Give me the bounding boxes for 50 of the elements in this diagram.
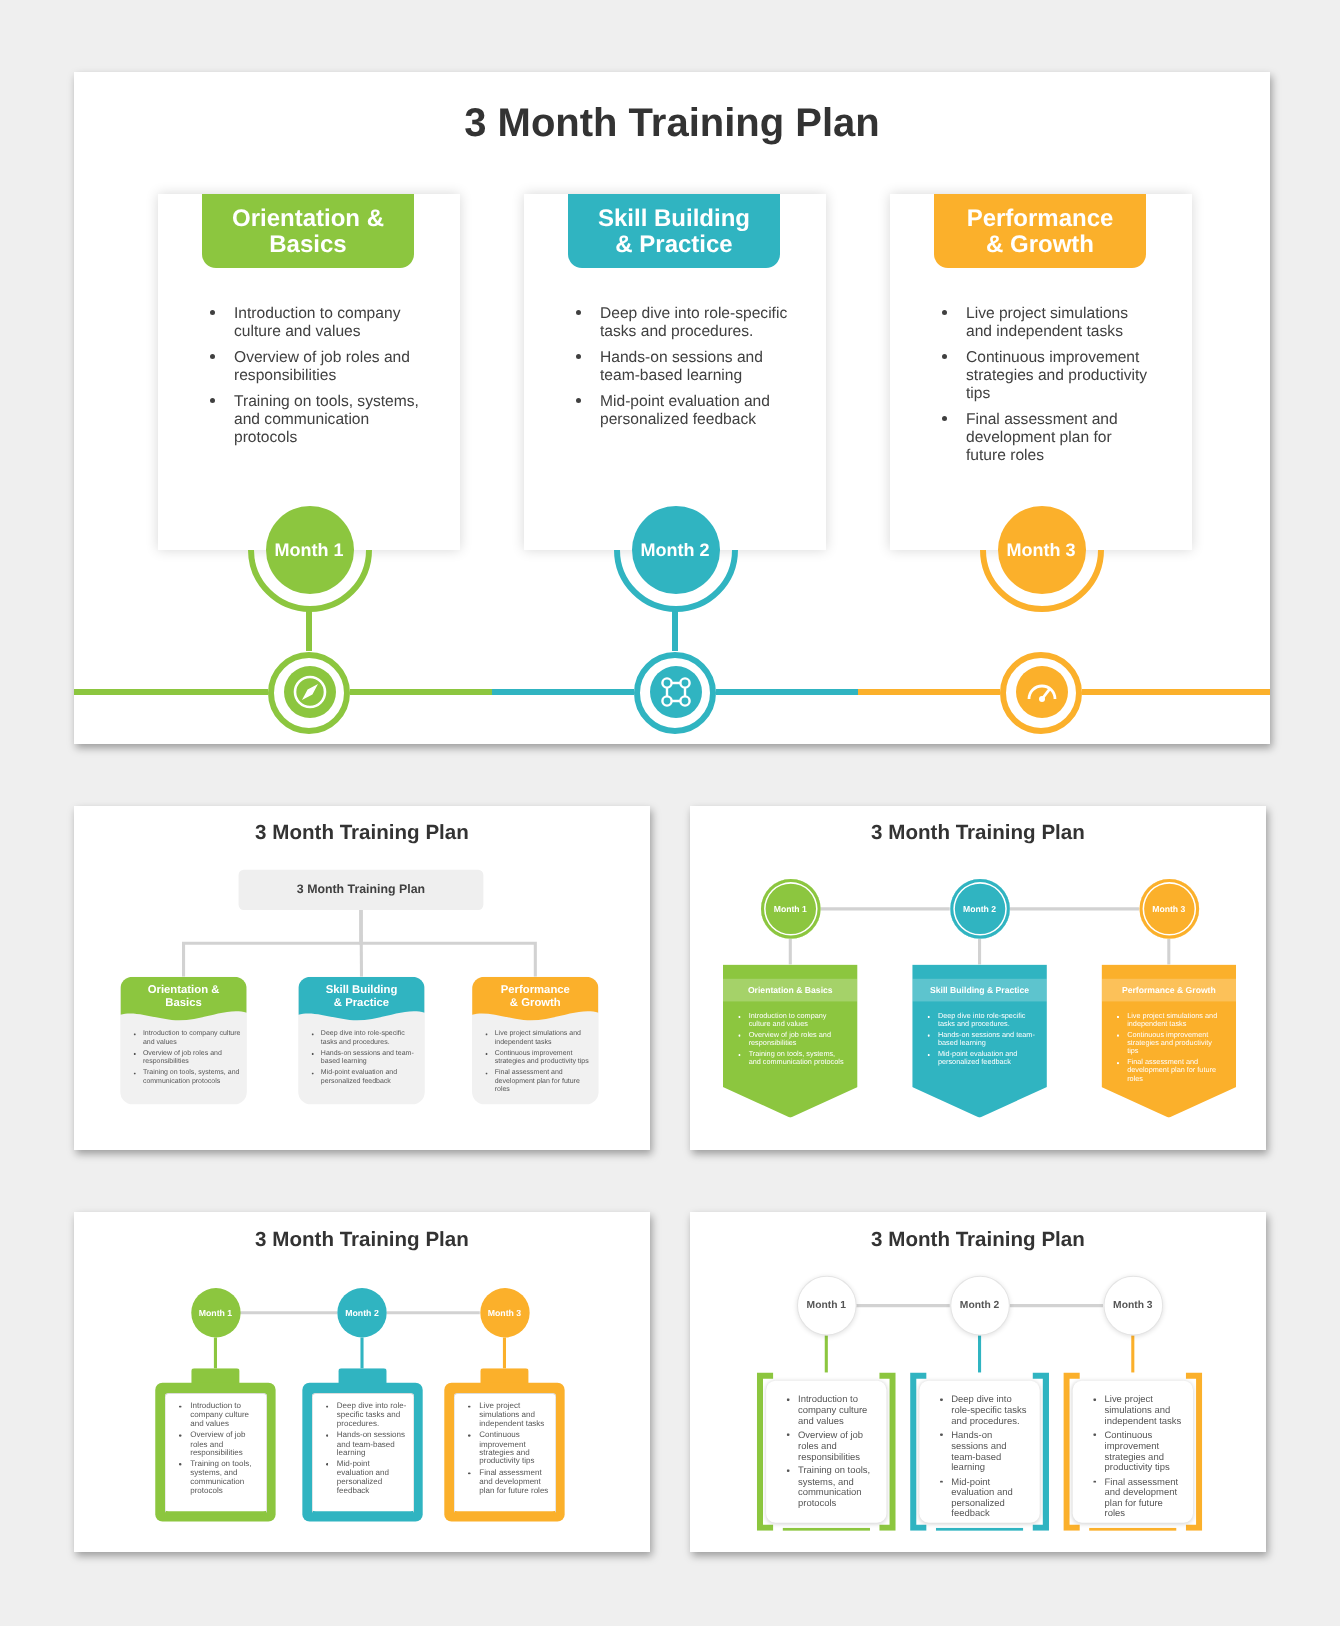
timeline-node bbox=[634, 651, 716, 733]
month-badge bbox=[979, 505, 1103, 611]
month-label: Month 2 bbox=[640, 539, 710, 559]
timeline-node bbox=[268, 651, 350, 733]
connector-line bbox=[502, 1337, 506, 1369]
month-label: Month 3 bbox=[1006, 539, 1076, 559]
connector-line bbox=[240, 1311, 338, 1315]
slide-title: 3 Month Training Plan bbox=[871, 1227, 1085, 1253]
month-badge bbox=[613, 505, 737, 611]
content-card bbox=[298, 976, 425, 1105]
month-label: Month 1 bbox=[274, 539, 344, 559]
connector-line bbox=[1009, 907, 1139, 911]
slide-title: 3 Month Training Plan bbox=[255, 820, 469, 846]
chevron-card bbox=[1101, 964, 1237, 1118]
connector-line bbox=[213, 1337, 217, 1369]
connector-line bbox=[1167, 938, 1171, 965]
timeline-line bbox=[350, 689, 634, 695]
month-badge bbox=[247, 505, 371, 611]
connector-line bbox=[820, 907, 950, 911]
card-header: Skill Building & Practice bbox=[568, 194, 780, 268]
slide-title: 3 Month Training Plan bbox=[464, 100, 880, 148]
connector-line bbox=[360, 1337, 364, 1369]
slide-panel bbox=[690, 1212, 1266, 1552]
connector-line bbox=[359, 909, 537, 977]
connector-line bbox=[1009, 1304, 1103, 1308]
content-card bbox=[120, 976, 247, 1105]
connector-line bbox=[978, 938, 982, 965]
slide-title: 3 Month Training Plan bbox=[871, 820, 1085, 846]
connector-line bbox=[1131, 1335, 1135, 1373]
connector-line bbox=[306, 611, 312, 651]
chevron-card bbox=[912, 964, 1047, 1118]
connector-line bbox=[672, 611, 678, 651]
slide-panel bbox=[74, 72, 1270, 744]
slide-panel bbox=[74, 1212, 650, 1552]
card-header: Orientation & Basics bbox=[202, 194, 414, 268]
slide-panel bbox=[690, 806, 1266, 1150]
chevron-card bbox=[722, 964, 858, 1118]
timeline-line bbox=[716, 689, 1000, 695]
content-card bbox=[472, 976, 599, 1105]
connector-line bbox=[788, 938, 792, 965]
connector-line bbox=[824, 1335, 828, 1373]
connector-line bbox=[386, 1311, 480, 1315]
timeline-line bbox=[74, 689, 268, 695]
slide-title: 3 Month Training Plan bbox=[255, 1227, 469, 1253]
connector-line bbox=[856, 1304, 950, 1308]
card-header: Performance & Growth bbox=[934, 194, 1146, 268]
timeline-line bbox=[1082, 689, 1270, 695]
connector-line bbox=[978, 1335, 982, 1373]
slide-panel bbox=[74, 806, 650, 1150]
timeline-node bbox=[1000, 651, 1082, 733]
